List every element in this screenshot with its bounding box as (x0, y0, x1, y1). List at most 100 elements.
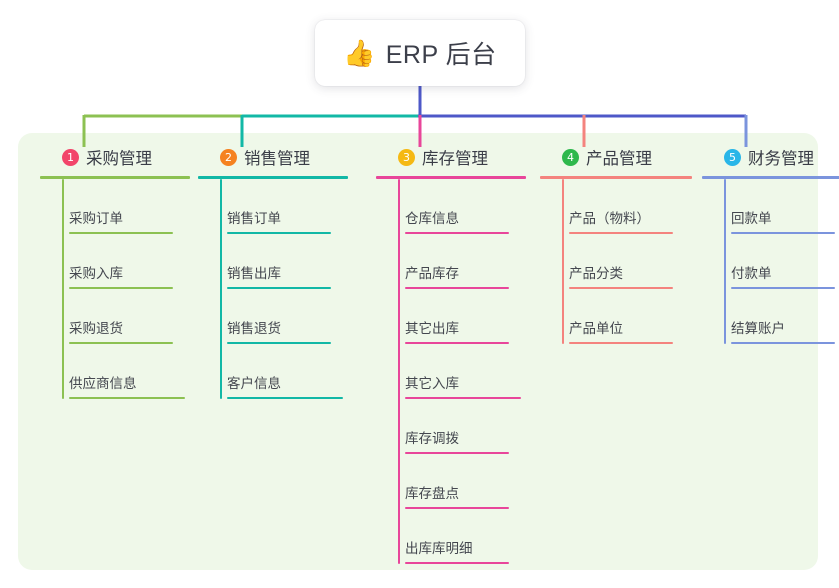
menu-item[interactable]: 出库库明细 (376, 509, 526, 564)
column-header-rule (540, 176, 692, 179)
root-node-card[interactable]: 👍 ERP 后台 (315, 20, 525, 86)
menu-item-label: 采购退货 (69, 321, 123, 336)
menu-item-label: 销售订单 (227, 211, 281, 226)
menu-item[interactable]: 产品库存 (376, 234, 526, 289)
menu-item-label: 采购入库 (69, 266, 123, 281)
menu-item-label: 仓库信息 (405, 211, 459, 226)
menu-item-label: 供应商信息 (69, 376, 137, 391)
menu-item-rule (731, 287, 835, 289)
menu-item-rule (227, 342, 331, 344)
column-header-rule (40, 176, 190, 179)
menu-item[interactable]: 产品（物料） (540, 179, 692, 234)
menu-item-rule (69, 287, 173, 289)
menu-item-label: 销售出库 (227, 266, 281, 281)
column-badge: 5 (724, 148, 741, 166)
column-finance: 5 财务管理 回款单付款单结算账户 (702, 144, 839, 344)
column-title: 采购管理 (86, 150, 152, 168)
column-spine (398, 179, 400, 564)
menu-item-label: 销售退货 (227, 321, 281, 336)
column-title: 财务管理 (748, 150, 814, 168)
column-spine (562, 179, 564, 344)
menu-item-label: 产品库存 (405, 266, 459, 281)
menu-item[interactable]: 供应商信息 (40, 344, 190, 399)
menu-item-label: 产品单位 (569, 321, 623, 336)
menu-item[interactable]: 客户信息 (198, 344, 348, 399)
menu-item-rule (731, 342, 835, 344)
column-header-rule (376, 176, 526, 179)
menu-item[interactable]: 其它入库 (376, 344, 526, 399)
column-sales: 2 销售管理 销售订单销售出库销售退货客户信息 (198, 144, 348, 399)
menu-item-rule (405, 507, 509, 509)
menu-item-rule (69, 232, 173, 234)
column-badge: 4 (562, 148, 579, 166)
column-items: 仓库信息产品库存其它出库其它入库库存调拨库存盘点出库库明细 (376, 179, 526, 564)
menu-item-label: 出库库明细 (405, 541, 473, 556)
menu-item-rule (405, 397, 521, 399)
root-title: ERP 后台 (385, 41, 497, 69)
menu-item-label: 库存盘点 (405, 486, 459, 501)
menu-item-rule (227, 232, 331, 234)
menu-item-rule (405, 562, 509, 564)
menu-item-label: 产品分类 (569, 266, 623, 281)
menu-item-rule (227, 397, 343, 399)
menu-item-label: 付款单 (731, 266, 772, 281)
menu-item[interactable]: 付款单 (702, 234, 839, 289)
menu-item[interactable]: 采购订单 (40, 179, 190, 234)
menu-item[interactable]: 销售退货 (198, 289, 348, 344)
menu-item-rule (405, 287, 509, 289)
menu-item-rule (405, 232, 509, 234)
menu-item-label: 回款单 (731, 211, 772, 226)
menu-item-rule (227, 287, 331, 289)
column-items: 回款单付款单结算账户 (702, 179, 839, 344)
menu-item-rule (405, 342, 509, 344)
menu-item[interactable]: 库存盘点 (376, 454, 526, 509)
column-badge: 2 (220, 148, 237, 166)
menu-item-rule (69, 397, 185, 399)
menu-item-label: 产品（物料） (569, 211, 650, 226)
column-items: 产品（物料） 产品分类产品单位 (540, 179, 692, 344)
column-header[interactable]: 3 库存管理 (376, 144, 526, 170)
menu-item-rule (569, 232, 673, 234)
menu-item-label: 库存调拨 (405, 431, 459, 446)
menu-item-rule (69, 342, 173, 344)
column-items: 采购订单采购入库采购退货供应商信息 (40, 179, 190, 399)
column-title: 库存管理 (422, 150, 488, 168)
column-header[interactable]: 4 产品管理 (540, 144, 692, 170)
menu-item[interactable]: 采购退货 (40, 289, 190, 344)
menu-item-label: 其它入库 (405, 376, 459, 391)
thumbs-up-icon: 👍 (343, 38, 376, 68)
menu-item[interactable]: 库存调拨 (376, 399, 526, 454)
menu-item[interactable]: 其它出库 (376, 289, 526, 344)
column-header-rule (702, 176, 839, 179)
column-header[interactable]: 2 销售管理 (198, 144, 348, 170)
menu-item-label: 其它出库 (405, 321, 459, 336)
menu-item[interactable]: 结算账户 (702, 289, 839, 344)
column-header-rule (198, 176, 348, 179)
column-spine (724, 179, 726, 344)
menu-item[interactable]: 销售订单 (198, 179, 348, 234)
menu-item-rule (569, 342, 673, 344)
menu-item[interactable]: 销售出库 (198, 234, 348, 289)
menu-item-label: 结算账户 (731, 321, 785, 336)
column-header[interactable]: 1 采购管理 (40, 144, 190, 170)
column-spine (220, 179, 222, 399)
column-header[interactable]: 5 财务管理 (702, 144, 839, 170)
column-spine (62, 179, 64, 399)
menu-item[interactable]: 采购入库 (40, 234, 190, 289)
menu-item-label: 客户信息 (227, 376, 281, 391)
content-panel (18, 133, 818, 570)
column-product: 4 产品管理 产品（物料） 产品分类产品单位 (540, 144, 692, 344)
menu-item[interactable]: 回款单 (702, 179, 839, 234)
column-purchasing: 1 采购管理 采购订单采购入库采购退货供应商信息 (40, 144, 190, 399)
menu-item[interactable]: 产品单位 (540, 289, 692, 344)
column-badge: 1 (62, 148, 79, 166)
column-items: 销售订单销售出库销售退货客户信息 (198, 179, 348, 399)
menu-item-rule (405, 452, 509, 454)
column-title: 销售管理 (244, 150, 310, 168)
menu-item-rule (731, 232, 835, 234)
menu-item[interactable]: 仓库信息 (376, 179, 526, 234)
menu-item[interactable]: 产品分类 (540, 234, 692, 289)
